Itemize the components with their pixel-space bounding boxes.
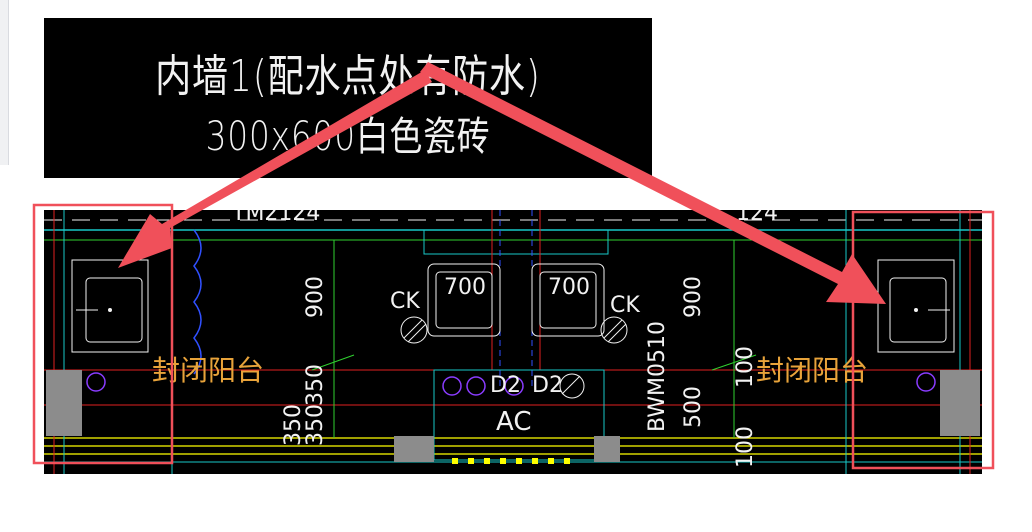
dim-100-b: 100 — [733, 426, 758, 468]
ck-label-left: CK — [390, 289, 420, 314]
dim-100-a: 100 — [733, 346, 758, 388]
pipe-label-b: D2 — [532, 373, 563, 398]
left-panel-edge — [0, 0, 9, 165]
ck-label-right: CK — [610, 293, 640, 318]
cad-drawing: TM2124 124 封闭阳台 封闭阳台 CK CK 700 700 900 9… — [44, 210, 982, 474]
dim-700-right: 700 — [548, 275, 590, 300]
top-label-right: 124 — [736, 210, 778, 226]
ck-circle-left — [400, 316, 428, 344]
yellow-mark-6 — [532, 458, 538, 464]
right-column-fill — [940, 370, 980, 436]
drain-circle-a — [442, 376, 462, 396]
wall-finish-legend: 内墙1(配水点处有防水) 300x600白色瓷砖 — [44, 18, 652, 178]
room-label-right: 封闭阳台 — [756, 354, 868, 387]
ck-hatch-left-1 — [403, 319, 423, 339]
dim-900-left: 900 — [303, 276, 328, 318]
ck-hatch-right-2 — [607, 323, 627, 343]
pipe-label-a: D2 — [490, 373, 521, 398]
yellow-mark-2 — [468, 458, 474, 464]
cad-floor-plan: TM2124 124 封闭阳台 封闭阳台 CK CK 700 700 900 9… — [44, 210, 982, 474]
yellow-mark-5 — [516, 458, 522, 464]
ac-column-right — [594, 436, 620, 462]
dim-350-a: 350 — [303, 364, 328, 406]
right-drain-circle — [916, 372, 936, 392]
yellow-mark-3 — [484, 458, 490, 464]
dim-tick-left — [311, 354, 355, 371]
left-drain-circle — [86, 372, 106, 392]
yellow-mark-8 — [564, 458, 570, 464]
dim-500: 500 — [681, 386, 706, 428]
top-label-left: TM2124 — [231, 210, 320, 226]
drain-circle-c — [504, 376, 524, 396]
room-label-left: 封闭阳台 — [152, 354, 264, 387]
right-vanity — [877, 259, 955, 353]
curtain-wave-line — [193, 229, 202, 375]
left-column-fill — [46, 370, 82, 436]
hatched-circle-ac — [559, 373, 585, 399]
ac-column-left — [394, 436, 434, 462]
ac-label: AC — [496, 407, 531, 437]
drain-circle-b — [466, 376, 486, 396]
ck-circle-right — [600, 316, 628, 344]
right-sink-drain — [914, 308, 918, 312]
dim-900-right: 900 — [681, 276, 706, 318]
yellow-mark-7 — [548, 458, 554, 464]
legend-line-2: 300x600白色瓷砖 — [205, 114, 491, 160]
dim-350-b: 350 — [281, 404, 306, 446]
shaft-header — [423, 229, 609, 255]
yellow-mark-4 — [500, 458, 506, 464]
hatch-ac-1 — [561, 375, 581, 395]
ck-hatch-right-1 — [603, 319, 623, 339]
left-vanity — [71, 259, 149, 353]
dim-tick-right — [711, 354, 757, 371]
legend-line-1: 内墙1(配水点处有防水) — [155, 51, 541, 102]
ck-hatch-left-2 — [407, 323, 427, 343]
dim-350-c: 350 — [303, 404, 328, 446]
window-code: BWM0510 — [645, 321, 670, 432]
dim-700-left: 700 — [444, 275, 486, 300]
yellow-mark-1 — [452, 458, 458, 464]
left-sink-drain — [108, 308, 112, 312]
